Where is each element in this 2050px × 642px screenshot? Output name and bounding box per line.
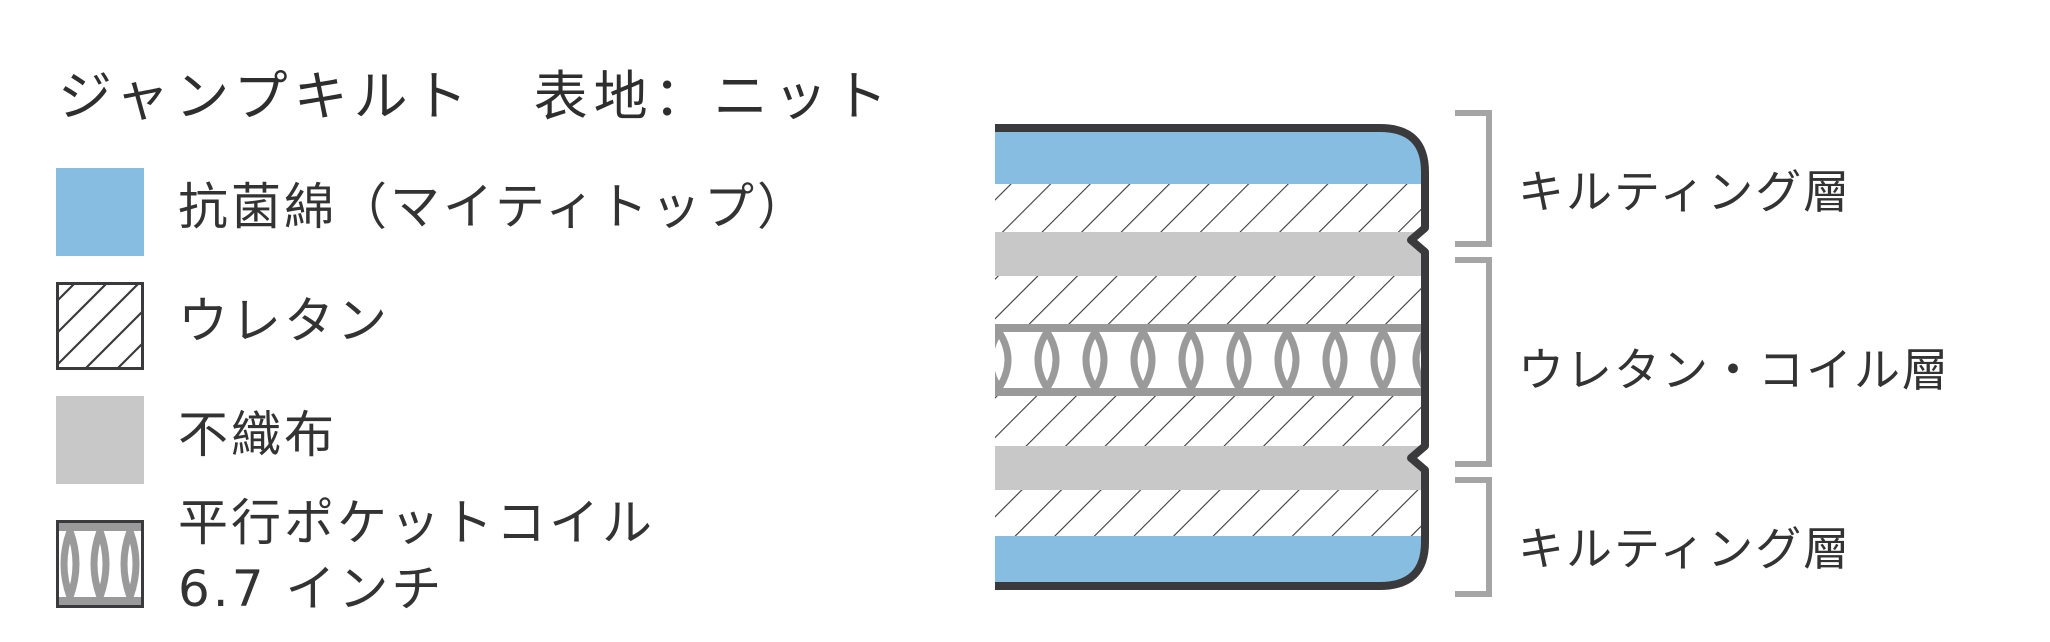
legend-label-line2: 6.7 インチ <box>178 560 445 618</box>
layer-mid-hatch-lower <box>995 396 1425 446</box>
layer-top-gray <box>995 232 1425 276</box>
bracket-bottom <box>1455 477 1492 597</box>
layer-brackets <box>1455 110 1492 597</box>
legend-label: ウレタン <box>178 292 390 350</box>
layer-top-hatch <box>995 184 1425 232</box>
diagram-title: ジャンプキルト 表地：ニット <box>58 65 894 128</box>
layer-bottom-gray <box>995 446 1425 490</box>
legend-swatch-coil <box>56 520 144 608</box>
coil-band <box>995 324 1425 396</box>
mattress-outline <box>995 124 1429 590</box>
layer-top-blue <box>995 128 1425 184</box>
legend-swatch-blue <box>56 168 144 256</box>
legend-swatch-hatch <box>56 282 144 370</box>
mattress-cross-section <box>995 124 1429 590</box>
bracket-top <box>1455 110 1492 247</box>
legend-label: 平行ポケットコイル <box>178 494 655 552</box>
legend-swatch-gray <box>56 396 144 484</box>
layer-bottom-blue <box>995 536 1425 586</box>
legend-label: 抗菌綿（マイティトップ） <box>178 178 810 236</box>
layer-bottom-hatch <box>995 490 1425 536</box>
layer-label-bottom: キルティング層 <box>1518 522 1852 576</box>
layer-label-middle: ウレタン・コイル層 <box>1518 343 1950 397</box>
bracket-middle <box>1455 257 1492 467</box>
layer-label-top: キルティング層 <box>1518 165 1852 219</box>
legend-label: 不織布 <box>178 406 337 464</box>
layer-mid-hatch-upper <box>995 276 1425 324</box>
